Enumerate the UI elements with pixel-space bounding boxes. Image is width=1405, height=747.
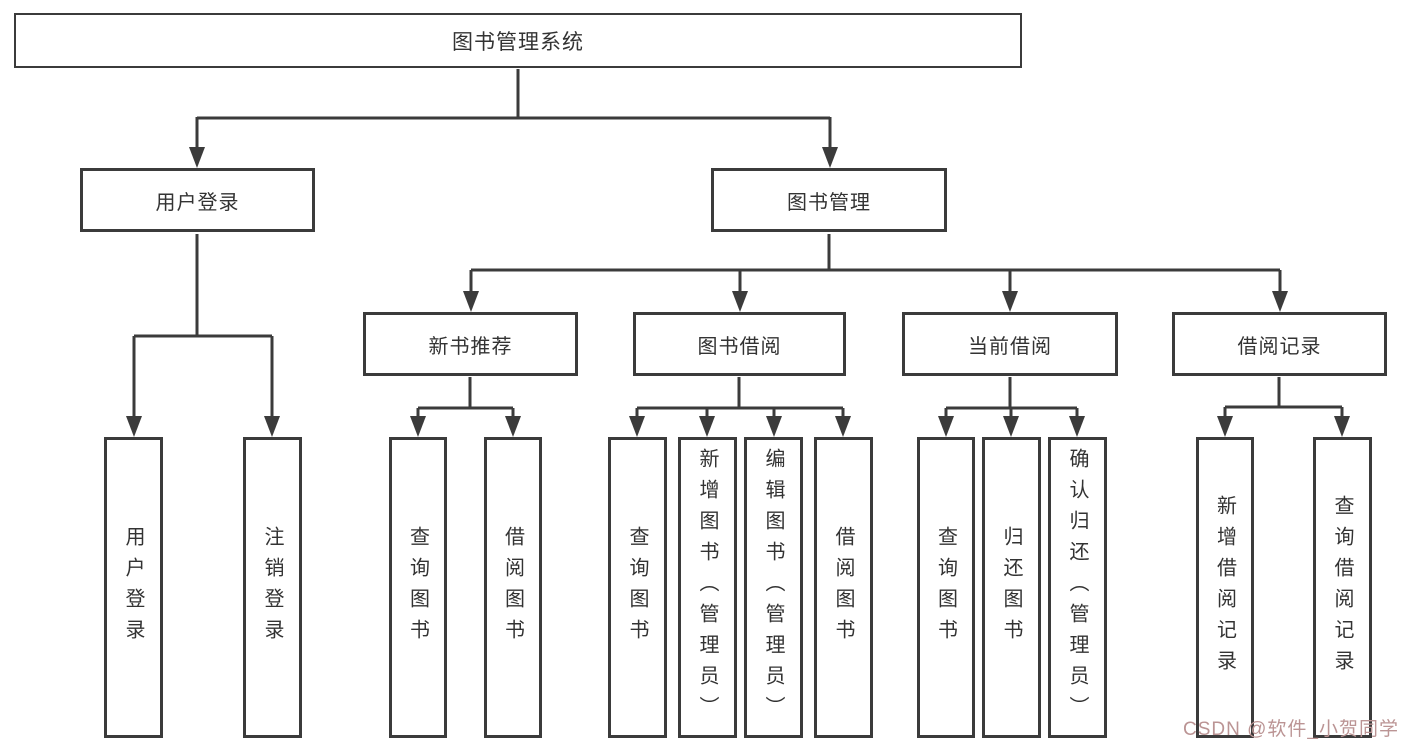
leaf-label: 归还图书 <box>1000 525 1022 650</box>
leaf-label: 编辑图书（管理员） <box>762 448 784 727</box>
leaf-edit-books-admin: 编辑图书（管理员） <box>744 437 803 738</box>
leaf-borrow-books-recommend: 借阅图书 <box>484 437 542 738</box>
leaf-add-borrow-record: 新增借阅记录 <box>1196 437 1254 738</box>
leaf-label: 注销登录 <box>261 525 283 650</box>
node-label: 图书管理 <box>787 191 871 214</box>
node-library-management-system: 图书管理系统 <box>14 13 1022 68</box>
leaf-label: 查询图书 <box>934 525 957 650</box>
leaf-user-login: 用户登录 <box>104 437 163 738</box>
node-label: 新书推荐 <box>428 335 513 358</box>
node-current-borrow: 当前借阅 <box>902 312 1118 376</box>
node-label: 用户登录 <box>155 191 240 214</box>
leaf-query-borrow-record: 查询借阅记录 <box>1313 437 1372 738</box>
leaf-label: 查询图书 <box>406 525 429 650</box>
leaf-return-books: 归还图书 <box>982 437 1041 738</box>
leaf-label: 确认归还（管理员） <box>1066 448 1088 727</box>
node-new-book-recommend: 新书推荐 <box>363 312 578 376</box>
leaf-label: 新增图书（管理员） <box>696 448 718 727</box>
leaf-logout: 注销登录 <box>243 437 302 738</box>
arrowheads <box>126 147 1350 437</box>
node-book-borrow: 图书借阅 <box>633 312 846 376</box>
node-label: 借阅记录 <box>1237 335 1322 358</box>
leaf-label: 查询图书 <box>626 525 648 650</box>
leaf-label: 借阅图书 <box>832 525 854 650</box>
leaf-query-books-borrow: 查询图书 <box>608 437 667 738</box>
csdn-watermark: CSDN @软件_小贺同学 <box>1183 719 1399 740</box>
leaf-borrow-books: 借阅图书 <box>814 437 873 738</box>
node-label: 图书管理系统 <box>452 30 584 54</box>
leaf-query-books-current: 查询图书 <box>917 437 975 738</box>
leaf-label: 查询借阅记录 <box>1331 494 1353 681</box>
node-book-management-branch: 图书管理 <box>711 168 947 232</box>
leaf-query-books-recommend: 查询图书 <box>389 437 447 738</box>
leaf-label: 借阅图书 <box>501 525 524 650</box>
leaf-label: 用户登录 <box>122 525 144 650</box>
node-label: 图书借阅 <box>697 335 782 358</box>
leaf-confirm-return-admin: 确认归还（管理员） <box>1048 437 1107 738</box>
node-label: 当前借阅 <box>968 335 1052 358</box>
node-borrow-records: 借阅记录 <box>1172 312 1387 376</box>
leaf-label: 新增借阅记录 <box>1213 494 1236 681</box>
node-user-login-branch: 用户登录 <box>80 168 315 232</box>
leaf-add-books-admin: 新增图书（管理员） <box>678 437 737 738</box>
